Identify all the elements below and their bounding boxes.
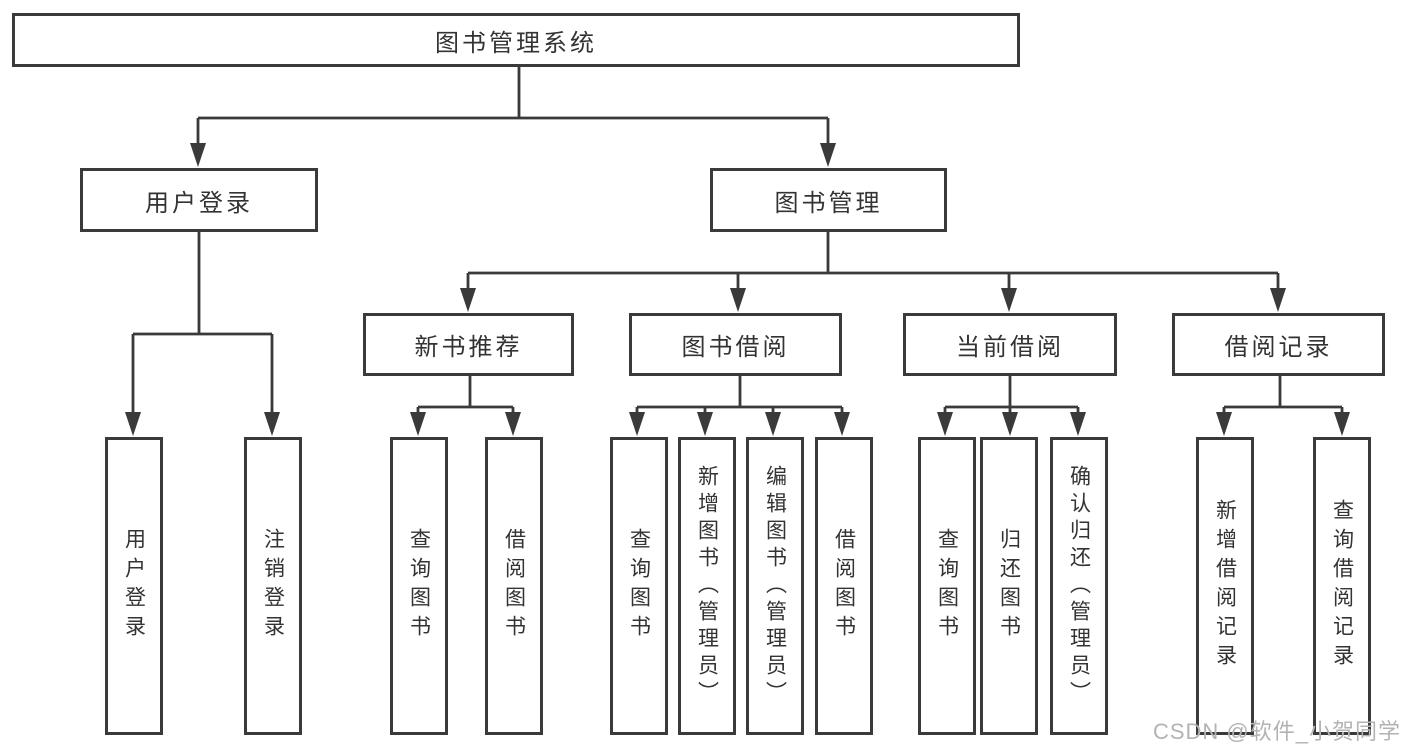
node-leaf-query-borrow-record: 查询借阅记录 [1313, 437, 1371, 735]
node-leaf-query-books-recommend: 查询图书 [390, 437, 448, 735]
node-new-book-recommend: 新书推荐 [363, 313, 574, 376]
node-library-management-system: 图书管理系统 [12, 13, 1020, 67]
node-leaf-return-book: 归还图书 [980, 437, 1038, 735]
node-user-login: 用户登录 [80, 168, 318, 232]
node-book-borrowing: 图书借阅 [629, 313, 842, 376]
csdn-watermark: CSDN @软件_小贺同学 [1152, 719, 1401, 744]
node-leaf-borrow-books-borrowing: 借阅图书 [815, 437, 873, 735]
node-leaf-query-books-current: 查询图书 [918, 437, 976, 735]
node-leaf-add-book-admin: 新增图书（管理员） [678, 437, 736, 735]
node-leaf-confirm-return-admin: 确认归还（管理员） [1050, 437, 1108, 735]
node-current-borrowing: 当前借阅 [903, 313, 1117, 376]
node-leaf-logout: 注销登录 [244, 437, 302, 735]
node-leaf-edit-book-admin: 编辑图书（管理员） [746, 437, 804, 735]
node-leaf-add-borrow-record: 新增借阅记录 [1196, 437, 1254, 735]
node-leaf-user-login: 用户登录 [105, 437, 163, 735]
node-borrowing-records: 借阅记录 [1172, 313, 1385, 376]
arrowheads [125, 143, 1350, 436]
node-leaf-query-books-borrowing: 查询图书 [610, 437, 668, 735]
node-book-management: 图书管理 [710, 168, 947, 232]
node-leaf-borrow-books-recommend: 借阅图书 [485, 437, 543, 735]
